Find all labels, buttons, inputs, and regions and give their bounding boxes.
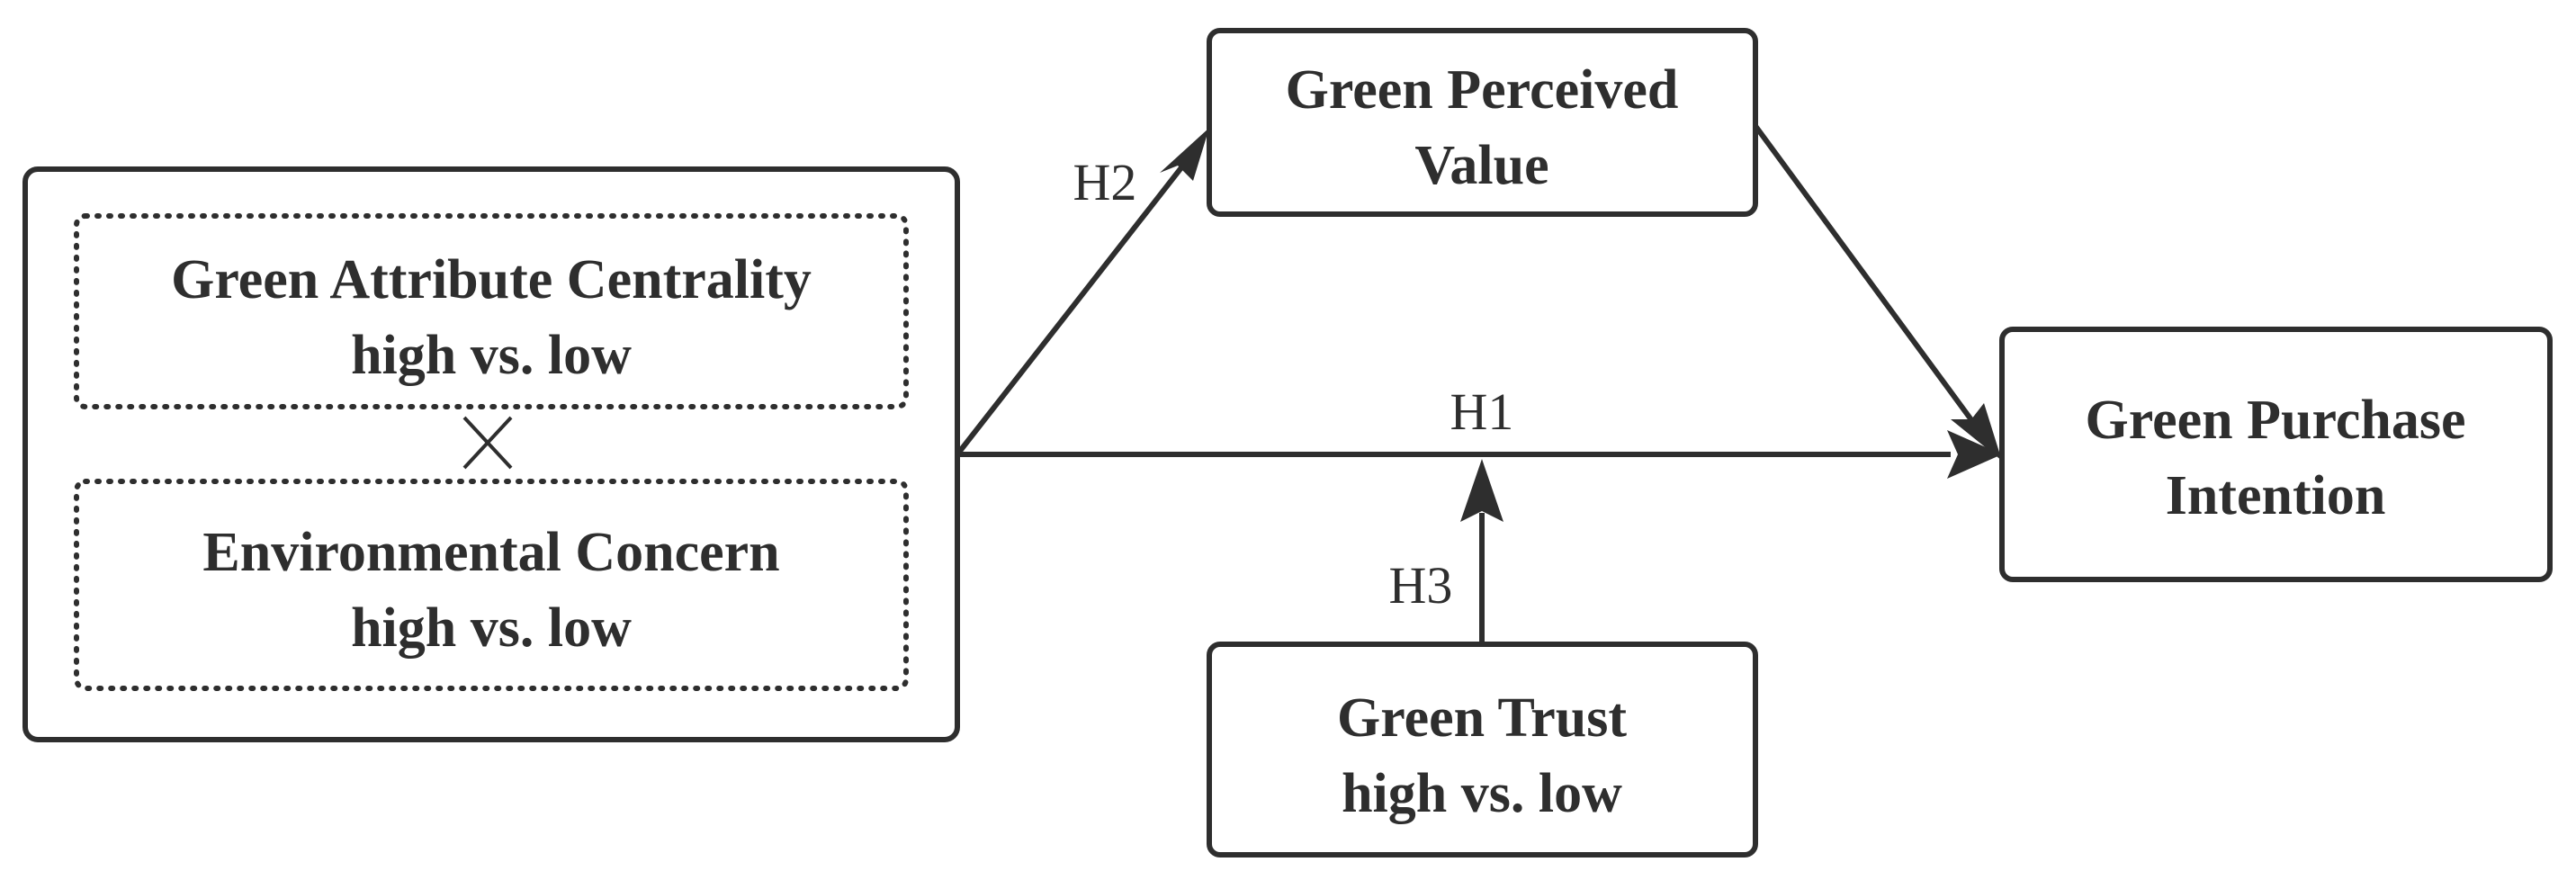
green-attribute-centrality-level: high vs. low [351,325,632,386]
green-trust-level: high vs. low [1342,763,1622,824]
green-trust-title: Green Trust [1337,687,1627,749]
environmental-concern-level: high vs. low [351,597,632,659]
h2-label: H2 [1073,153,1137,211]
h2-arrowhead-icon [1160,128,1209,181]
green-perceived-value-line2: Value [1414,135,1548,196]
green-purchase-intention-line1: Green Purchase [2085,390,2465,451]
mediation-arrowhead-icon [1951,403,2002,461]
environmental-concern-title: Environmental Concern [202,522,779,583]
green-attribute-centrality-title: Green Attribute Centrality [171,249,812,310]
green-perceived-value-node: Green Perceived Value [1207,28,1758,217]
h1-edge: H1 [957,382,2002,479]
green-purchase-intention-node: Green Purchase Intention [1999,327,2553,582]
green-attribute-centrality-node: Green Attribute Centrality high vs. low [74,213,909,409]
interaction-cross-icon [462,416,513,470]
h2-edge: H2 [955,128,1209,456]
green-attribute-centrality-box [74,213,909,409]
green-purchase-intention-line2: Intention [2166,465,2386,526]
independent-variables-group: Green Attribute Centrality high vs. low … [22,166,960,742]
mediation-arrow-line [1753,124,1975,423]
environmental-concern-node: Environmental Concern high vs. low [74,479,909,691]
h2-arrow-line [955,165,1185,456]
mediation-edge [1753,124,2002,461]
h3-arrowhead-icon [1460,459,1503,522]
h3-label: H3 [1389,556,1453,615]
green-perceived-value-line1: Green Perceived [1286,59,1679,121]
green-perceived-value-box [1207,28,1758,217]
h3-edge: H3 [1389,459,1503,644]
h1-label: H1 [1450,382,1514,441]
green-trust-node: Green Trust high vs. low [1207,642,1758,858]
h1-arrowhead-icon [1947,430,2002,479]
green-purchase-intention-box [1999,327,2553,582]
